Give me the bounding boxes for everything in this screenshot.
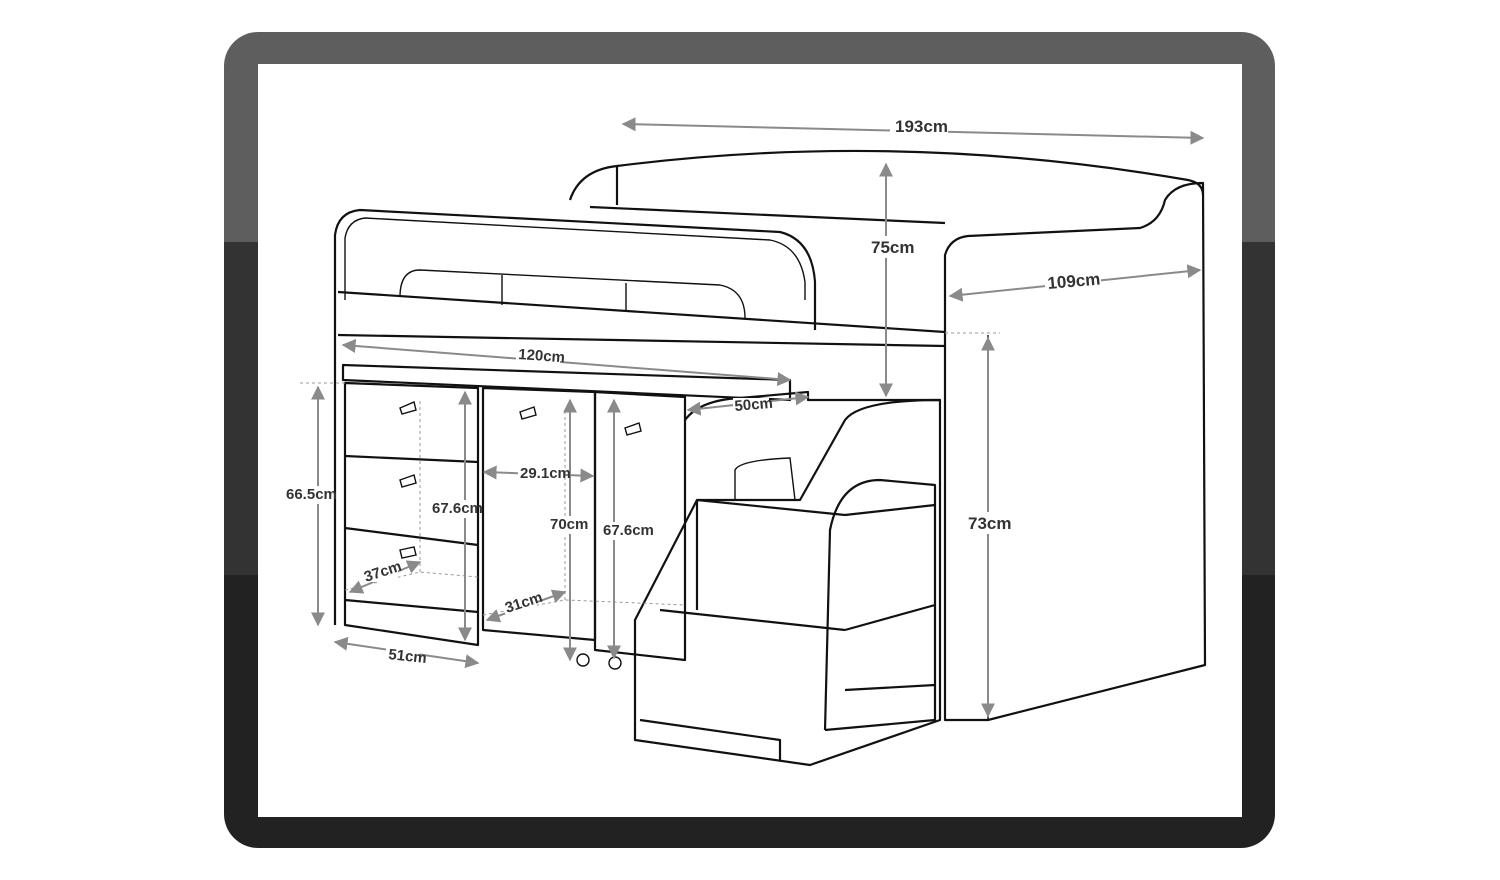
staircase — [633, 398, 942, 767]
label-75cm: 75cm — [871, 238, 914, 257]
right-end-panel — [943, 181, 1207, 722]
label-66-5cm: 66.5cm — [286, 486, 337, 503]
label-29-1cm: 29.1cm — [520, 465, 571, 482]
label-50cm: 50cm — [734, 395, 774, 415]
desk-top — [341, 363, 792, 402]
label-67-6cm-cupboard: 67.6cm — [603, 522, 654, 539]
diagram-canvas — [258, 64, 1242, 817]
front-guard-rail — [333, 208, 817, 625]
label-73cm: 73cm — [968, 514, 1011, 533]
bed-base — [337, 290, 946, 348]
label-70cm: 70cm — [550, 516, 588, 533]
headboard — [568, 149, 1205, 201]
cupboard-right — [593, 390, 687, 662]
dimension-labels: 193cm 75cm 109cm 120cm 50cm 29.1cm 66.5c… — [284, 114, 1101, 667]
label-109cm: 109cm — [1047, 269, 1101, 293]
dimension-lines — [311, 117, 1205, 718]
label-120cm: 120cm — [518, 346, 566, 366]
label-193cm: 193cm — [895, 117, 948, 136]
label-51cm: 51cm — [388, 646, 428, 667]
label-67-6cm-drawers: 67.6cm — [432, 500, 483, 517]
